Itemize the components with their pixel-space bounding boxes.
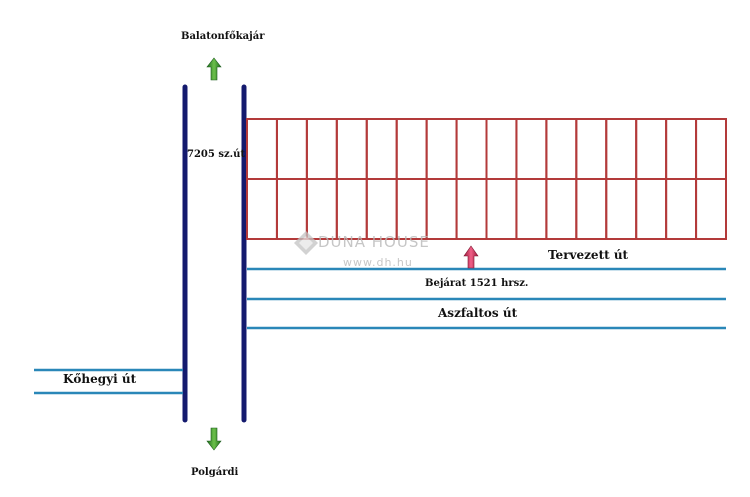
plot-cell	[246, 178, 278, 240]
plot-cell	[335, 178, 368, 240]
asphalt-road-label: Aszfaltos út	[438, 306, 518, 320]
plot-cell	[695, 178, 727, 240]
south-destination-label: Polgárdi	[191, 467, 239, 478]
main-road-7205	[182, 84, 247, 423]
plot-cell	[246, 118, 278, 180]
entrance-arrow-up-icon	[463, 245, 479, 269]
plot-cell	[635, 178, 668, 240]
plot-cell	[395, 118, 428, 180]
plot-cell	[275, 178, 308, 240]
plot-cell	[365, 178, 398, 240]
arrow-up-north-icon	[206, 57, 222, 81]
plot-cell	[545, 178, 578, 240]
plot-cell	[365, 118, 398, 180]
arrow-down-south-icon	[206, 427, 222, 451]
plot-cell	[335, 118, 368, 180]
plot-cell	[545, 118, 578, 180]
plot-cell	[275, 118, 308, 180]
plot-grid	[246, 118, 727, 240]
minor-roads	[34, 267, 726, 395]
main-road-label: 7205 sz.út	[187, 149, 245, 160]
planned-road-label: Tervezett út	[548, 248, 629, 262]
plot-cell	[695, 118, 727, 180]
north-destination-label: Balatonfőkajár	[181, 31, 265, 42]
plot-cell	[575, 118, 608, 180]
plot-cell	[425, 118, 458, 180]
watermark-logo-icon	[294, 231, 318, 255]
plot-cell	[665, 118, 698, 180]
plot-cell	[605, 178, 638, 240]
plot-cell	[515, 118, 548, 180]
plot-cell	[455, 118, 488, 180]
plot-cell	[485, 118, 518, 180]
entrance-label: Bejárat 1521 hrsz.	[425, 278, 529, 289]
plot-cell	[485, 178, 518, 240]
plot-cell	[605, 118, 638, 180]
plot-cell	[395, 178, 428, 240]
plot-cell	[455, 178, 488, 240]
plot-cell	[305, 178, 338, 240]
watermark-brand: DUNA HOUSE	[318, 233, 430, 251]
watermark-url: www.dh.hu	[343, 256, 413, 269]
plot-cell	[635, 118, 668, 180]
plot-cell	[425, 178, 458, 240]
plot-cell	[665, 178, 698, 240]
plot-cell	[575, 178, 608, 240]
plot-cell	[515, 178, 548, 240]
plot-cell	[305, 118, 338, 180]
side-road-label: Kőhegyi út	[63, 372, 137, 386]
